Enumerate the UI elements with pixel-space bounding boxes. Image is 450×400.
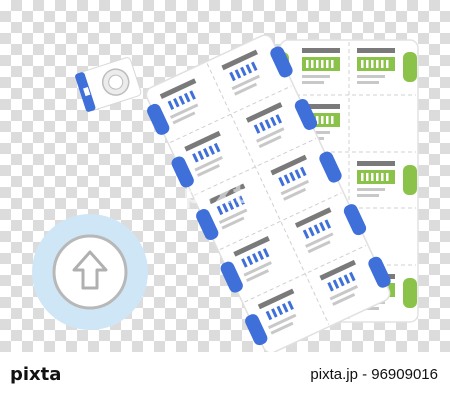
image-id-label: pixta.jp - 96909016 [310, 366, 438, 383]
blue-blister-sheet [145, 34, 391, 352]
pill-icon [32, 214, 148, 330]
footer-bar: pixta pixta.jp - 96909016 [0, 352, 450, 400]
pixta-logo: pixta [10, 364, 62, 385]
medicine-illustration [32, 34, 419, 352]
single-blister-piece [75, 57, 142, 112]
watermark: pixta [182, 180, 268, 210]
up-arrow-icon [72, 250, 108, 290]
